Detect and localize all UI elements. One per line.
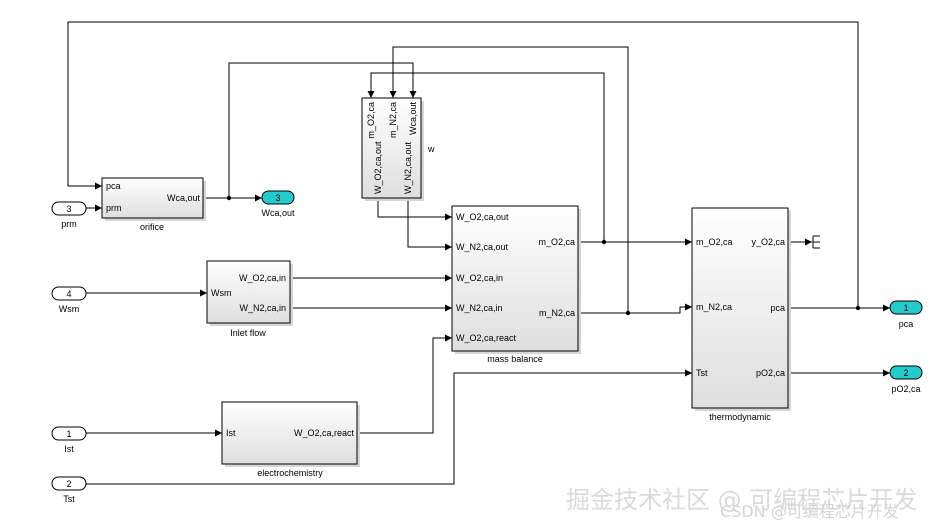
port-label: W_N2,ca,out — [456, 242, 509, 252]
port-label: W_O2,ca,out — [456, 212, 509, 222]
outport-number: 3 — [275, 193, 280, 203]
outport-name: pca — [899, 319, 914, 329]
block-name: orifice — [140, 222, 164, 232]
outport-po2-ca[interactable]: 2 pO2,ca — [889, 365, 923, 394]
watermark-text-csdn: CSDN @可编程芯片开发 — [720, 502, 899, 521]
wire-react[interactable] — [357, 334, 452, 434]
port-label: W_N2,ca,in — [456, 303, 503, 313]
signal-lines — [67, 21, 890, 485]
block-inlet-flow[interactable]: Wsm W_O2,ca,in W_N2,ca,in Inlet flow — [206, 260, 293, 338]
block-electrochemistry[interactable]: Ist W_O2,ca,react electrochemistry — [221, 401, 360, 478]
block-name: electrochemistry — [257, 468, 323, 478]
block-w[interactable]: m_O2,ca m_N2,ca Wca,out W_O2,ca,out W_N2… — [361, 97, 435, 201]
port-label: Tst — [696, 368, 708, 378]
inport-name: Wsm — [59, 304, 80, 314]
inport-tst[interactable]: 2 Tst — [51, 476, 87, 504]
wire-mn2-thermo[interactable] — [578, 303, 692, 314]
port-label: W_O2,ca,react — [294, 428, 355, 438]
block-name: w — [427, 144, 435, 154]
block-name: mass balance — [487, 354, 543, 364]
branch-point — [625, 310, 631, 316]
inport-prm[interactable]: 3 prm — [51, 201, 87, 229]
wire-mo2-to-w[interactable] — [367, 72, 605, 242]
inport-number: 3 — [66, 204, 71, 214]
outport-name: pO2,ca — [891, 384, 920, 394]
port-label: pca — [770, 303, 785, 313]
outport-pca[interactable]: 1 pca — [889, 300, 923, 329]
port-label: W_O2,ca,in — [456, 273, 503, 283]
block-thermodynamic[interactable]: m_O2,ca m_N2,ca Tst y_O2,ca pca pO2,ca t… — [691, 207, 791, 422]
port-label: m_N2,ca — [539, 308, 575, 318]
block-orifice[interactable]: pca prm Wca,out orifice — [101, 177, 206, 232]
inport-wsm[interactable]: 4 Wsm — [51, 286, 87, 314]
inport-number: 1 — [66, 429, 71, 439]
wire-wca-to-w[interactable] — [228, 62, 417, 198]
port-label: Ist — [226, 428, 236, 438]
wire-mn2-to-w[interactable] — [389, 46, 629, 313]
branch-point — [855, 305, 861, 311]
port-label: W_O2,ca,out — [373, 141, 383, 194]
inport-number: 4 — [66, 289, 71, 299]
branch-point — [226, 195, 232, 201]
outport-wca-out[interactable]: 3 Wca,out — [261, 190, 295, 218]
block-name: thermodynamic — [709, 412, 771, 422]
port-label: Wca,out — [408, 102, 418, 136]
wire-pca-feedback[interactable] — [67, 21, 859, 308]
block-mass-balance[interactable]: W_O2,ca,out W_N2,ca,out W_O2,ca,in W_N2,… — [451, 205, 581, 364]
port-label: W_O2,ca,in — [239, 273, 286, 283]
watermark-text: 掘金技术社区 @ 可编程芯片开发 — [566, 486, 918, 514]
port-label: W_N2,ca,out — [403, 141, 413, 194]
inport-number: 2 — [66, 479, 71, 489]
port-label: W_N2,ca,in — [239, 303, 286, 313]
port-label: pO2,ca — [756, 368, 785, 378]
outport-number: 2 — [903, 368, 908, 378]
inport-name: Ist — [64, 444, 74, 454]
port-label: m_O2,ca — [538, 237, 575, 247]
branch-point — [601, 239, 607, 245]
port-label: prm — [106, 203, 122, 213]
outport-number: 1 — [903, 303, 908, 313]
inport-name: prm — [61, 219, 77, 229]
port-label: y_O2,ca — [751, 237, 785, 247]
port-label: m_N2,ca — [696, 302, 732, 312]
port-label: Wca,out — [167, 193, 201, 203]
wire-tst[interactable] — [86, 369, 692, 485]
port-label: m_O2,ca — [366, 102, 376, 139]
inport-name: Tst — [63, 494, 75, 504]
port-label: W_O2,ca,react — [456, 333, 517, 343]
terminator[interactable] — [812, 235, 820, 249]
port-label: m_O2,ca — [696, 237, 733, 247]
outport-name: Wca,out — [261, 208, 295, 218]
port-label: pca — [106, 181, 121, 191]
port-label: Wsm — [211, 288, 232, 298]
port-label: m_N2,ca — [388, 102, 398, 138]
block-name: Inlet flow — [230, 328, 266, 338]
wire-wo2-out[interactable] — [377, 198, 452, 221]
wire-wn2-out[interactable] — [407, 198, 452, 251]
inport-ist[interactable]: 1 Ist — [51, 426, 87, 454]
